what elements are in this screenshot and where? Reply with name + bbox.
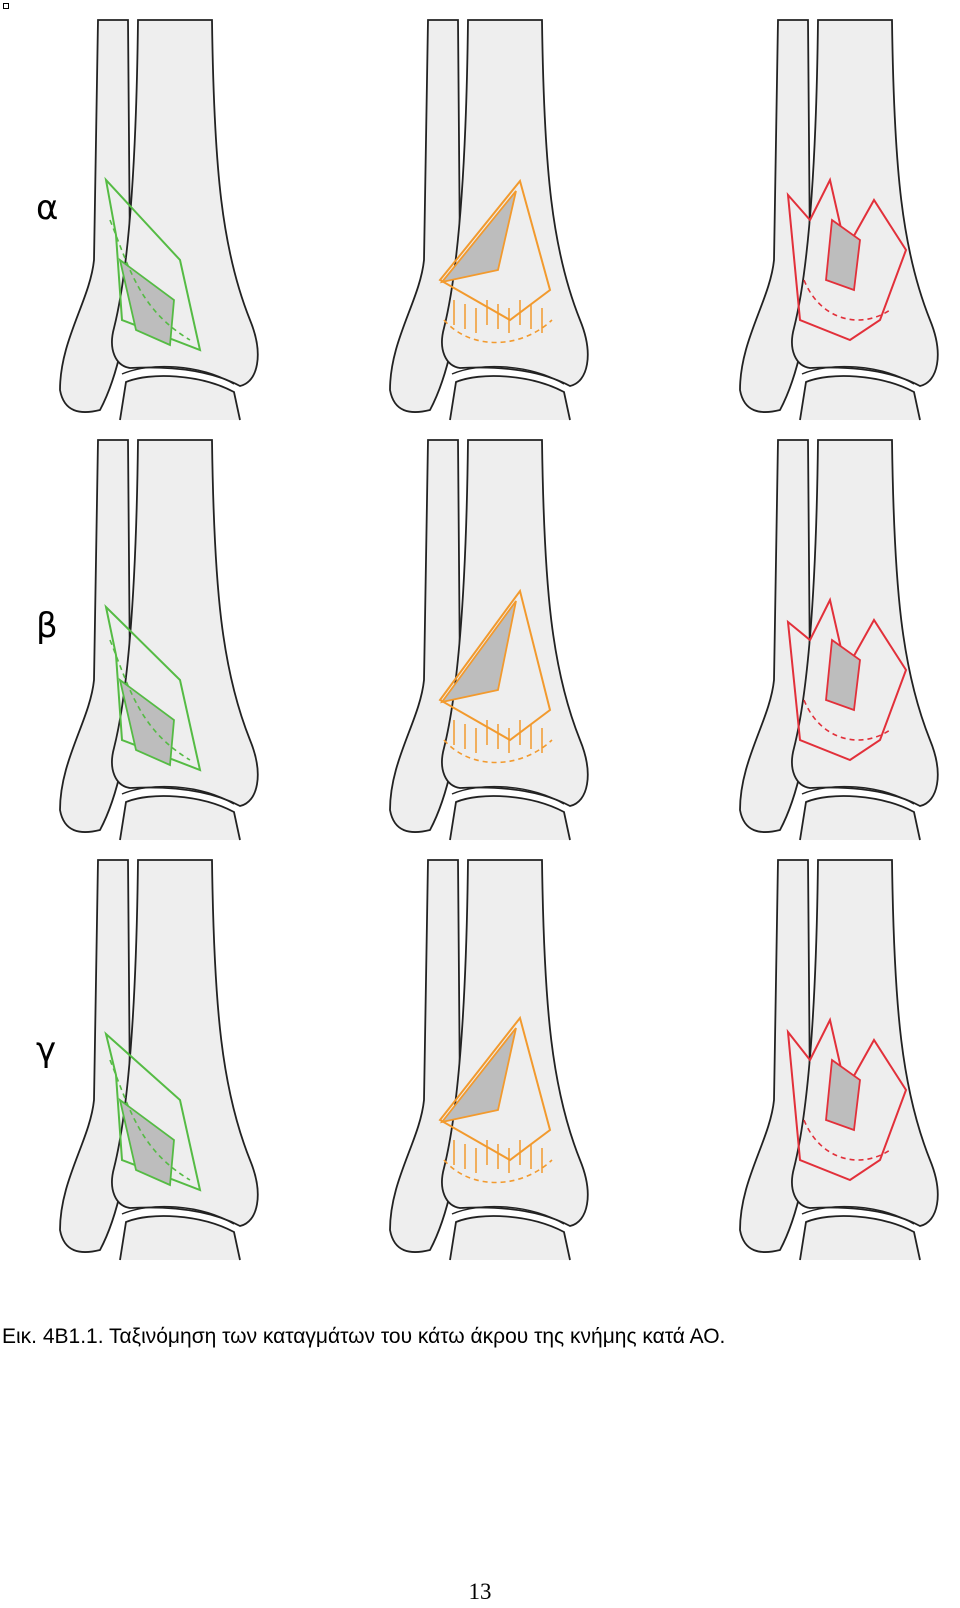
panel-r1-c3-joint-line xyxy=(801,365,915,385)
panel-r3-c3-fragment xyxy=(825,1058,861,1132)
panel-r3-c1-talus xyxy=(119,1215,241,1261)
ao-classification-figure xyxy=(59,19,939,1261)
panel-r1-c2-tibia xyxy=(441,19,589,387)
panel-r1-c3-fragment xyxy=(825,218,861,292)
panel-r3-c3-hidden-line xyxy=(803,1119,891,1161)
panel-r3-c3 xyxy=(739,859,939,1261)
figure-caption: Εικ. 4Β1.1. Ταξινόμηση των καταγμάτων το… xyxy=(2,1325,726,1348)
panel-r3-c1-joint-line xyxy=(121,1205,235,1225)
page-corner-marker xyxy=(3,3,9,9)
panel-r2-c1-hidden-line xyxy=(109,639,191,761)
panel-r2-c1 xyxy=(59,439,259,841)
panel-r3-c2-talus xyxy=(449,1215,571,1261)
row-label-alpha: α xyxy=(36,188,59,228)
panel-r2-c3-hidden-line xyxy=(803,699,891,741)
panel-r1-c2-talus xyxy=(449,375,571,421)
panel-r2-c3-fracture-outline xyxy=(786,597,908,762)
panel-r1-c1-fragment xyxy=(118,257,175,347)
panel-r2-c2-hidden-line xyxy=(443,739,553,764)
panel-r2-c3-talus xyxy=(799,795,921,841)
panel-r3-c2-joint-line xyxy=(451,1205,565,1225)
panel-r2-c2-tibia xyxy=(441,439,589,807)
panel-r3-c2-fragment xyxy=(439,1027,517,1124)
panel-r3-c3-joint-line xyxy=(801,1205,915,1225)
panel-r1-c2-fragment xyxy=(439,190,517,284)
panel-r1-c1-talus xyxy=(119,375,241,421)
panel-r3-c1-tibia xyxy=(111,859,259,1227)
panel-r2-c2 xyxy=(389,439,589,841)
panel-r3-c3-talus xyxy=(799,1215,921,1261)
row-label-gamma: γ xyxy=(36,1030,57,1070)
panel-r3-c2 xyxy=(389,859,589,1261)
panel-r2-c2-fragment xyxy=(439,600,517,704)
panel-r2-c2-joint-line xyxy=(451,785,565,805)
panel-r3-c3-fracture-outline xyxy=(786,1017,908,1182)
panel-r1-c3-fracture-outline xyxy=(786,177,908,342)
panel-r2-c1-tibia xyxy=(111,439,259,807)
panel-r1-c1 xyxy=(59,19,259,421)
panel-r3-c2-hatching xyxy=(453,1140,543,1173)
panel-r3-c1-fragment xyxy=(118,1097,175,1187)
page-number: 13 xyxy=(468,1579,492,1604)
panel-r1-c2 xyxy=(389,19,589,421)
panel-r1-c1-tibia xyxy=(111,19,259,387)
panel-r2-c3-fragment xyxy=(825,638,861,712)
panel-r1-c1-hidden-line xyxy=(109,219,191,341)
panel-r1-c3 xyxy=(739,19,939,421)
panel-r2-c2-hatching xyxy=(453,720,543,753)
panel-r2-c2-talus xyxy=(449,795,571,841)
panel-r2-c1-fragment xyxy=(118,677,175,767)
panel-r1-c2-hidden-line xyxy=(443,319,553,344)
row-label-beta: β xyxy=(36,606,58,646)
panel-r2-c1-talus xyxy=(119,795,241,841)
panel-r1-c3-hidden-line xyxy=(803,279,891,321)
panel-r1-c3-talus xyxy=(799,375,921,421)
panel-r1-c2-joint-line xyxy=(451,365,565,385)
panel-r3-c3-tibia xyxy=(791,859,939,1227)
panel-r2-c3-tibia xyxy=(791,439,939,807)
panel-r1-c2-hatching xyxy=(453,300,543,333)
panel-r2-c3 xyxy=(739,439,939,841)
panel-r1-c1-joint-line xyxy=(121,365,235,385)
panel-r3-c1 xyxy=(59,859,259,1261)
panel-r3-c1-hidden-line xyxy=(109,1059,191,1181)
panel-r3-c2-tibia xyxy=(441,859,589,1227)
panel-r2-c1-joint-line xyxy=(121,785,235,805)
panel-r3-c2-hidden-line xyxy=(443,1159,553,1184)
panel-r2-c3-joint-line xyxy=(801,785,915,805)
panel-r1-c3-tibia xyxy=(791,19,939,387)
